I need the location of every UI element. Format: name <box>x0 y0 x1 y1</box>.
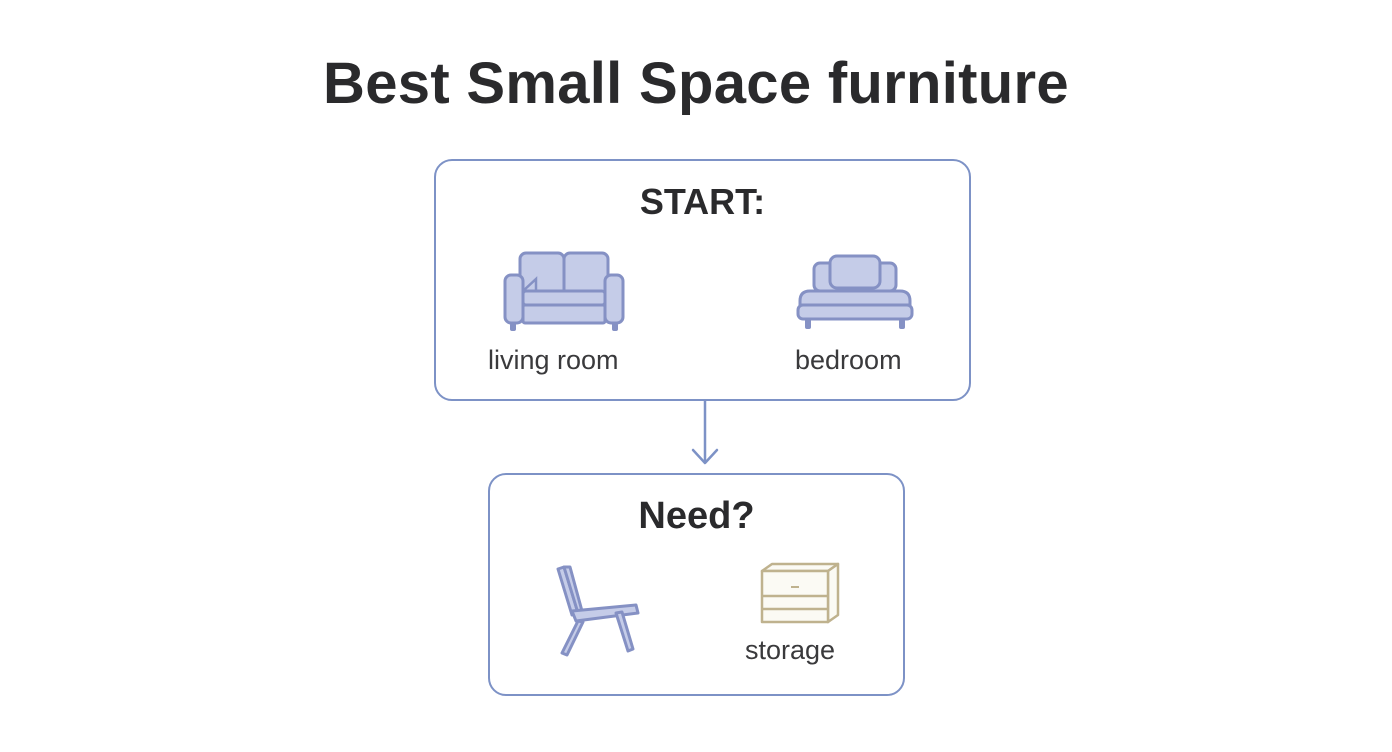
start-heading: START: <box>639 181 766 222</box>
need-box: Need? storage <box>488 473 905 696</box>
chair-icon <box>556 565 640 657</box>
bed-icon <box>796 254 914 329</box>
start-box: START: living room <box>434 159 971 401</box>
dresser-icon <box>760 562 840 624</box>
option-label-living-room: living room <box>488 345 619 375</box>
option-label-bedroom: bedroom <box>795 345 902 375</box>
diagram-title: Best Small Space furniture <box>323 51 1069 116</box>
option-label-storage: storage <box>745 635 836 665</box>
sofa-icon <box>503 251 625 331</box>
need-heading: Need? <box>638 495 755 537</box>
